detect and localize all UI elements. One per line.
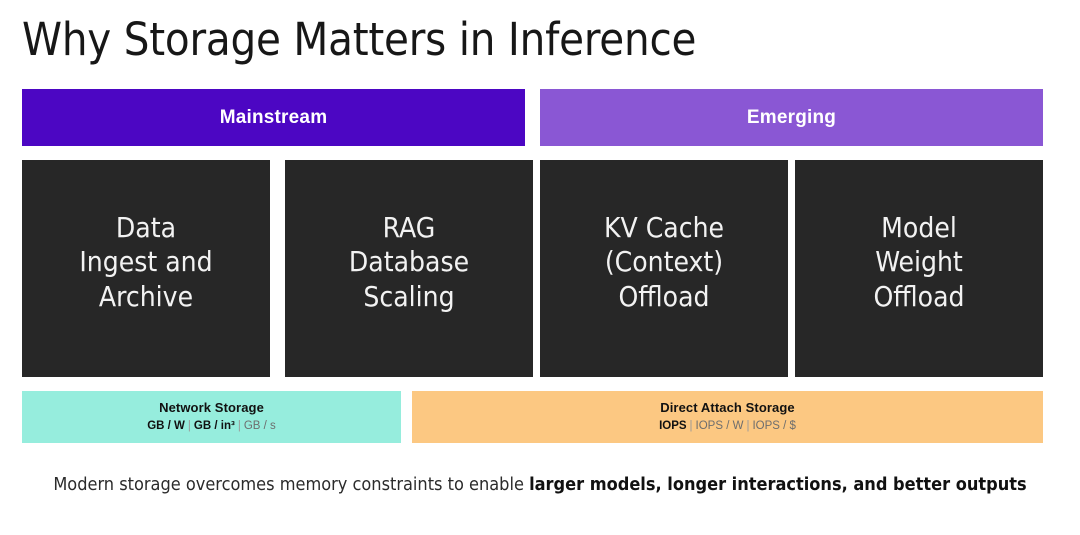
metric-separator: | (689, 419, 693, 432)
storage-metric: IOPS / W (695, 419, 744, 432)
use-case-card-label: RAG Database Scaling (348, 211, 470, 313)
storage-metric: GB / s (243, 419, 276, 432)
storage-title: Network Storage (159, 400, 264, 416)
storage-metric: GB / W (147, 419, 185, 432)
metric-separator: | (746, 419, 750, 432)
storage-metrics: GB / W|GB / in³|GB / s (147, 418, 276, 434)
category-header-row: Mainstream Emerging (22, 89, 1043, 146)
storage-type-row: Network Storage GB / W|GB / in³|GB / s D… (22, 391, 1043, 443)
use-case-card-label: Model Weight Offload (873, 211, 965, 313)
caption: Modern storage overcomes memory constrai… (0, 474, 1080, 495)
use-case-card-row: Data Ingest and Archive RAG Database Sca… (22, 160, 1043, 377)
storage-bar-network-storage: Network Storage GB / W|GB / in³|GB / s (22, 391, 401, 443)
use-case-card: KV Cache (Context) Offload (540, 160, 788, 377)
use-case-card-label: Data Ingest and Archive (79, 211, 213, 313)
storage-metric: GB / in³ (193, 419, 235, 432)
use-case-card: Data Ingest and Archive (22, 160, 270, 377)
storage-metrics: IOPS|IOPS / W|IOPS / $ (659, 418, 796, 434)
use-case-card: Model Weight Offload (795, 160, 1043, 377)
storage-title: Direct Attach Storage (660, 400, 795, 416)
caption-regular-text: Modern storage overcomes memory constrai… (53, 474, 530, 495)
page-title: Why Storage Matters in Inference (22, 13, 697, 66)
storage-bar-direct-attach-storage: Direct Attach Storage IOPS|IOPS / W|IOPS… (412, 391, 1043, 443)
use-case-card-label: KV Cache (Context) Offload (603, 211, 725, 313)
storage-metric: IOPS (659, 419, 687, 432)
category-label-emerging: Emerging (746, 106, 837, 128)
category-bar-emerging: Emerging (540, 89, 1043, 146)
category-label-mainstream: Mainstream (219, 106, 328, 128)
caption-bold-text: larger models, longer interactions, and … (529, 474, 1027, 495)
storage-metric: IOPS / $ (752, 419, 796, 432)
metric-separator: | (187, 419, 191, 432)
category-bar-mainstream: Mainstream (22, 89, 525, 146)
metric-separator: | (237, 419, 241, 432)
use-case-card: RAG Database Scaling (285, 160, 533, 377)
